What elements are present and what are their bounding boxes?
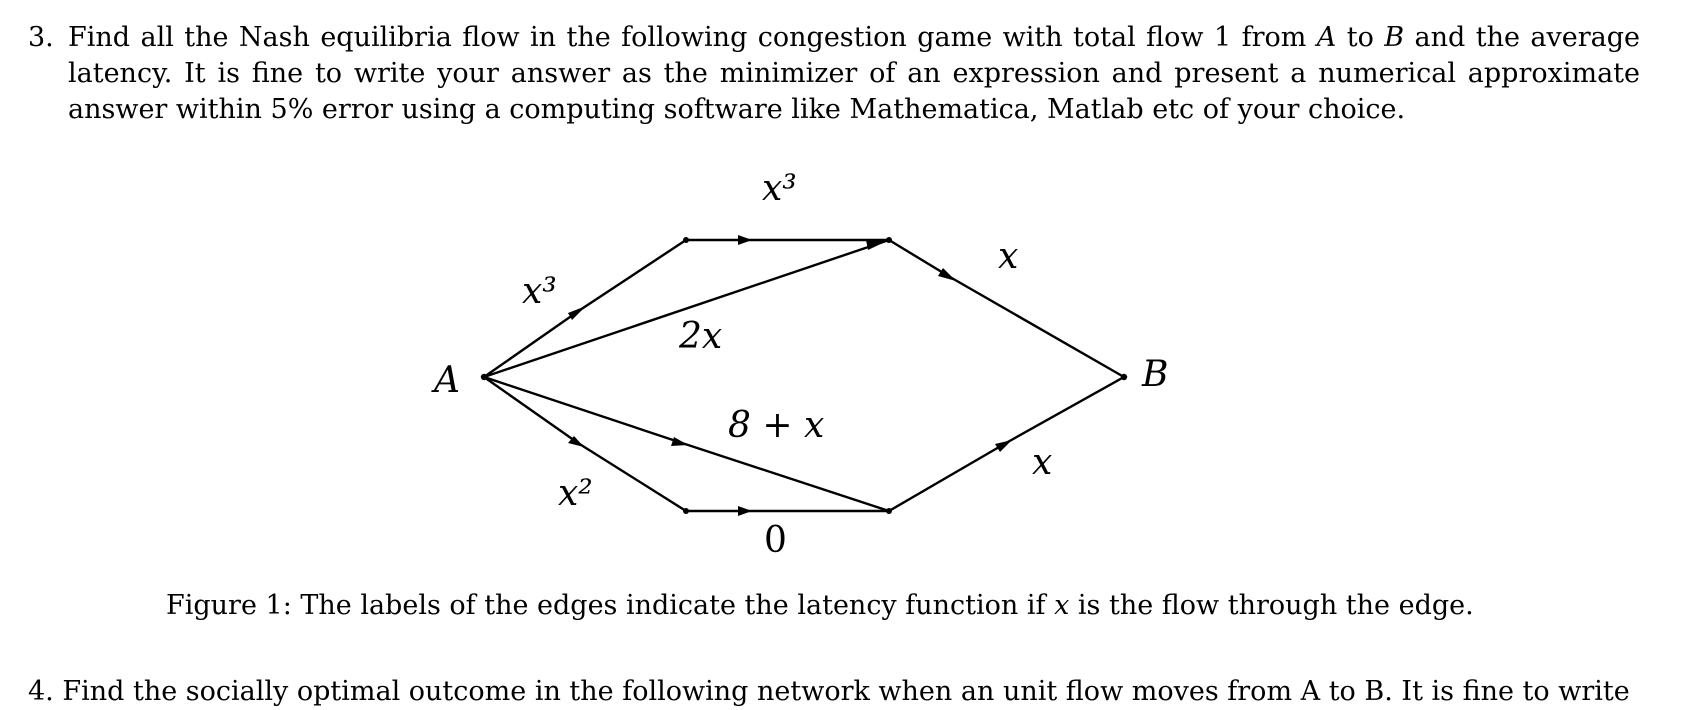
- node-ref-a: A: [1316, 22, 1337, 53]
- arrow-top: [738, 235, 752, 245]
- next-problem-cut-off: 4. Find the socially optimal outcome in …: [28, 676, 1630, 707]
- caption-before: Figure 1: The labels of the edges indica…: [166, 590, 1055, 621]
- arrow-direct-upper: [866, 240, 889, 250]
- label-upper-right: x: [998, 236, 1018, 277]
- label-direct-lower: 8 + x: [728, 405, 824, 446]
- arrow-upper-right: [938, 268, 956, 281]
- arrow-lower-right: [995, 440, 1012, 452]
- edge-direct-upper: [483, 238, 890, 379]
- problem-number: 3.: [28, 22, 54, 53]
- node-b-label: B: [1141, 354, 1168, 395]
- label-direct-upper: 2x: [678, 316, 722, 357]
- node-a-label: A: [431, 360, 460, 401]
- label-lower-left: x²: [558, 473, 593, 514]
- label-upper-left: x³: [522, 271, 557, 312]
- node-ref-b: B: [1384, 22, 1405, 53]
- problem-text-part-3: and the average latency. It is fine to w…: [68, 22, 1640, 125]
- caption-var: x: [1054, 590, 1070, 621]
- node-lower-right-dot: [886, 508, 892, 514]
- node-b-dot: [1120, 373, 1128, 381]
- caption-after: is the flow through the edge.: [1069, 590, 1474, 621]
- label-top: x³: [762, 168, 797, 209]
- node-a-dot: [480, 373, 488, 381]
- node-upper-right-dot: [886, 237, 892, 243]
- edge-upper-left: [483, 238, 687, 378]
- arrow-upper-left: [568, 306, 586, 320]
- problem-text-part-1: Find all the Nash equilibria flow in the…: [68, 22, 1317, 53]
- node-lower-left-dot: [683, 508, 689, 514]
- arrow-bottom: [738, 506, 752, 516]
- edge-direct-lower: [483, 375, 890, 513]
- problem-text-part-2: to: [1336, 22, 1385, 53]
- arrow-lower-left: [568, 436, 584, 447]
- label-lower-right: x: [1032, 442, 1052, 483]
- problem-3: 3. Find all the Nash equilibria flow in …: [28, 20, 1640, 128]
- label-bottom: 0: [764, 520, 787, 561]
- arrow-direct-lower: [671, 437, 688, 446]
- problem-text: Find all the Nash equilibria flow in the…: [68, 20, 1640, 128]
- node-upper-left-dot: [683, 237, 689, 243]
- figure-caption: Figure 1: The labels of the edges indica…: [166, 590, 1474, 621]
- network-figure: A B x³ x³ 2x x 8 + x x² 0 x: [431, 168, 1168, 561]
